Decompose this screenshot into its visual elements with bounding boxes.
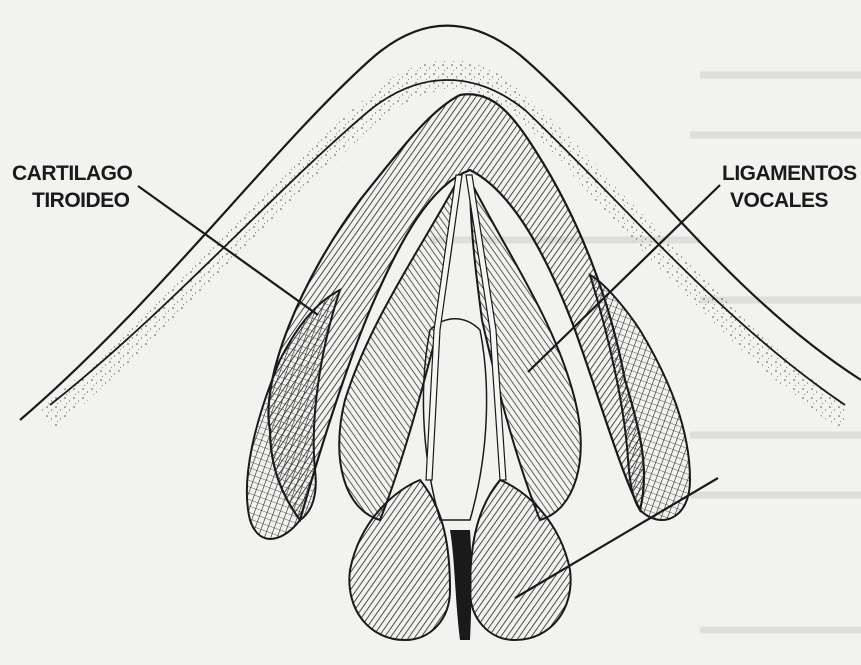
vocal-label-line2: VOCALES	[722, 187, 857, 214]
vocal-ligaments-label: LIGAMENTOS VOCALES	[722, 160, 857, 214]
thyroid-label-line1: CARTILAGO	[12, 160, 132, 187]
thyroid-label-line2: TIROIDEO	[12, 187, 132, 214]
posterior-gap	[450, 530, 472, 640]
thyroid-cartilage-label: CARTILAGO TIROIDEO	[12, 160, 132, 214]
vocal-label-line1: LIGAMENTOS	[722, 160, 857, 187]
